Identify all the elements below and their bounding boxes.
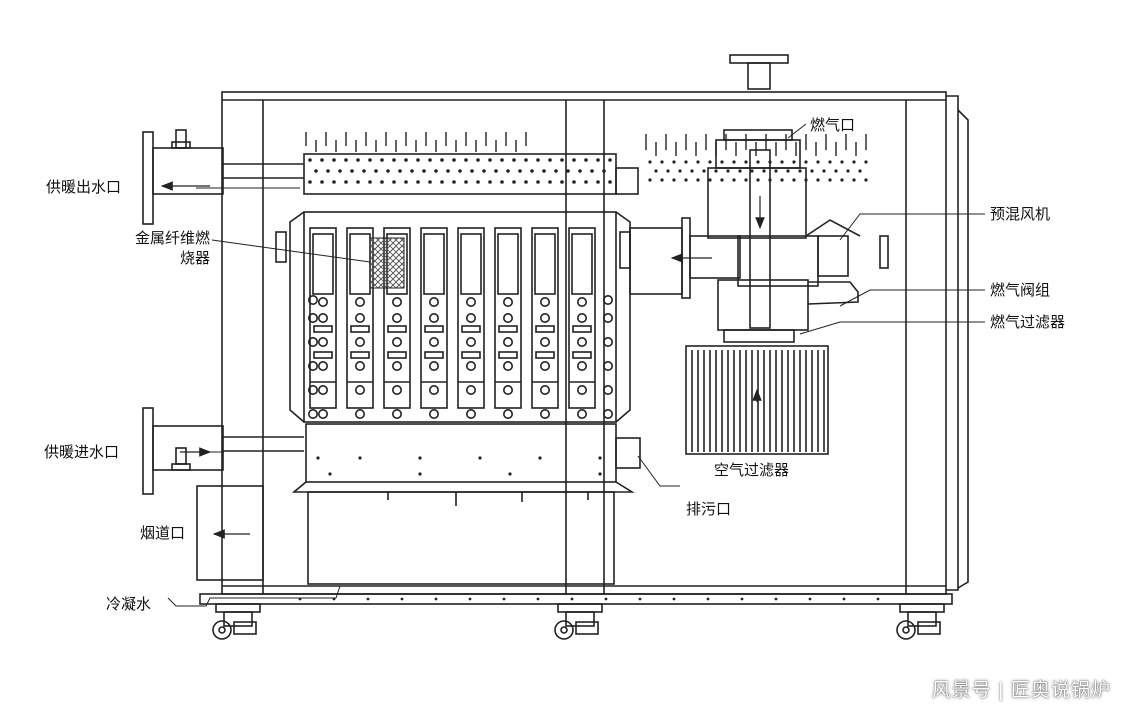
watermark-author: 匠奥说锅炉 [1010, 679, 1111, 701]
label-heating-outlet: 供暖出水口 [46, 178, 122, 196]
exchanger-section [309, 227, 337, 409]
top-header [303, 153, 639, 195]
leader-lines [167, 123, 985, 607]
label-flue: 烟道口 [140, 524, 186, 542]
label-premix-fan: 预混风机 [990, 205, 1051, 223]
flow-arrows [160, 181, 765, 539]
caster-wheel [212, 603, 261, 640]
watermark-source: 风景号 [931, 679, 992, 701]
label-burner-line2: 烧器 [179, 249, 210, 267]
exchanger-section [494, 227, 522, 409]
heat-exchanger [275, 211, 631, 423]
label-drain: 排污口 [686, 500, 732, 518]
outlet-pipe [142, 129, 304, 225]
gas-valve-group [717, 279, 859, 343]
label-gas-valve: 燃气阀组 [990, 281, 1051, 299]
exchanger-section [457, 227, 485, 409]
watermark: 风景号|匠奥说锅炉 [931, 679, 1111, 701]
label-gas-filter: 燃气过滤器 [990, 313, 1066, 331]
lower-header [291, 423, 641, 493]
exchanger-section [531, 227, 559, 409]
gas-flue-flange [729, 54, 789, 90]
flue-box [196, 485, 264, 581]
label-burner-line1: 金属纤维燃 [134, 229, 210, 247]
label-burner: 金属纤维燃 烧器 [110, 228, 210, 268]
premix-fan [707, 129, 861, 329]
label-gas-inlet: 燃气口 [810, 116, 856, 134]
exchanger-section [420, 227, 448, 409]
label-condensate: 冷凝水 [106, 595, 152, 613]
caster-wheel [554, 603, 603, 640]
condensate-tray [307, 491, 615, 585]
inlet-pipe [142, 407, 304, 495]
label-heating-inlet: 供暖进水口 [44, 443, 120, 461]
exchanger-section [383, 227, 411, 409]
exchanger-section [346, 227, 374, 409]
air-filter [685, 345, 829, 455]
caster-wheel [896, 603, 945, 640]
base-rail [199, 593, 953, 605]
label-air-filter: 空气过滤器 [714, 461, 790, 479]
exchanger-section [568, 227, 596, 409]
